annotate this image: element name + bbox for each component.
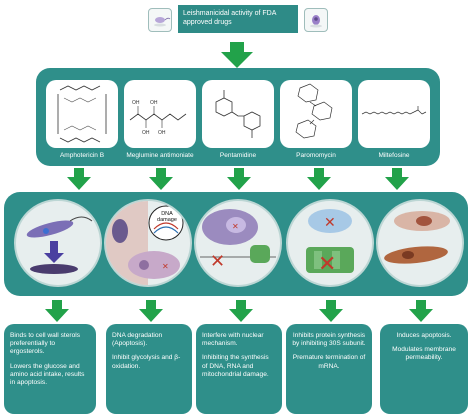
effect-text: Inhibits protein synthesis by inhibiting… <box>292 332 366 348</box>
arrow-down-icon <box>319 300 343 322</box>
effect-text: Premature termination of mRNA. <box>292 354 366 370</box>
svg-text:OH: OH <box>132 100 140 106</box>
effect-text: Interfere with nuclear mechanism. <box>202 332 264 348</box>
mechanism-pentamidine: ✕ ✕ <box>194 199 282 287</box>
effect-text: Inhibiting the synthesis of DNA, RNA and… <box>202 354 269 378</box>
svg-text:✕: ✕ <box>324 214 336 230</box>
drug-label-amphotericin: Amphotericin B <box>59 152 105 159</box>
mechanism-miltefosine <box>376 199 464 287</box>
svg-text:OH: OH <box>142 130 150 136</box>
parasite-promastigote-icon <box>148 8 172 32</box>
drug-structure-miltefosine <box>358 80 430 148</box>
drug-label-miltefosine: Miltefosine <box>378 152 410 159</box>
effect-text: Binds to cell wall sterols preferentiall… <box>10 332 80 356</box>
svg-text:OH: OH <box>150 100 158 106</box>
arrow-down-icon <box>139 300 163 322</box>
drug-structure-meglumine: OH OH OH OH <box>124 80 196 148</box>
svg-text:✕: ✕ <box>210 251 225 271</box>
arrow-down-icon <box>227 168 251 190</box>
parasite-amastigote-icon <box>304 8 328 32</box>
drug-label-paromomycin: Paromomycin <box>296 152 336 159</box>
drug-label-meglumine: Meglumine antimoniate <box>126 152 194 159</box>
drug-structure-amphotericin <box>46 80 118 148</box>
arrow-down-icon <box>307 168 331 190</box>
arrow-down-icon <box>67 168 91 190</box>
svg-text:OH: OH <box>158 130 166 136</box>
svg-text:✕: ✕ <box>232 222 239 231</box>
arrow-down-icon <box>409 300 433 322</box>
effect-paromomycin: Inhibits protein synthesis by inhibiting… <box>286 324 372 414</box>
drug-structure-pentamidine <box>202 80 274 148</box>
mechanism-amphotericin <box>14 199 102 287</box>
effect-text: DNA degradation (Apoptosis). <box>112 332 163 348</box>
mechanism-paromomycin: ✕ ✕ <box>286 199 374 287</box>
svg-text:✕: ✕ <box>162 262 169 271</box>
arrow-down-icon <box>385 168 409 190</box>
effect-text: Modulates membrane permeability. <box>392 346 456 362</box>
effect-meglumine: DNA degradation (Apoptosis). Inhibit gly… <box>106 324 192 414</box>
arrow-down-icon <box>149 168 173 190</box>
drug-label-pentamidine: Pentamidine <box>219 152 257 159</box>
arrow-down-icon <box>229 300 253 322</box>
effect-text: Lowers the glucose and amino acid intake… <box>10 362 85 387</box>
effect-text: Induces apoptosis. <box>396 332 452 339</box>
svg-text:✕: ✕ <box>318 251 336 276</box>
effect-miltefosine: Induces apoptosis. Modulates membrane pe… <box>380 324 468 414</box>
effect-pentamidine: Interfere with nuclear mechanism. Inhibi… <box>196 324 282 414</box>
arrow-down-icon <box>45 300 69 322</box>
dna-damage-label: DNA damage <box>157 211 177 223</box>
effect-amphotericin: Binds to cell wall sterols preferentiall… <box>4 324 96 414</box>
effect-text: Inhibit glycolysis and β-oxidation. <box>112 354 181 370</box>
mechanism-meglumine: ✕ DNA damage <box>104 199 192 287</box>
diagram-title: Leishmanicidal activity of FDA approved … <box>178 5 298 33</box>
drug-structure-paromomycin <box>280 80 352 148</box>
arrow-down-icon <box>221 42 253 68</box>
